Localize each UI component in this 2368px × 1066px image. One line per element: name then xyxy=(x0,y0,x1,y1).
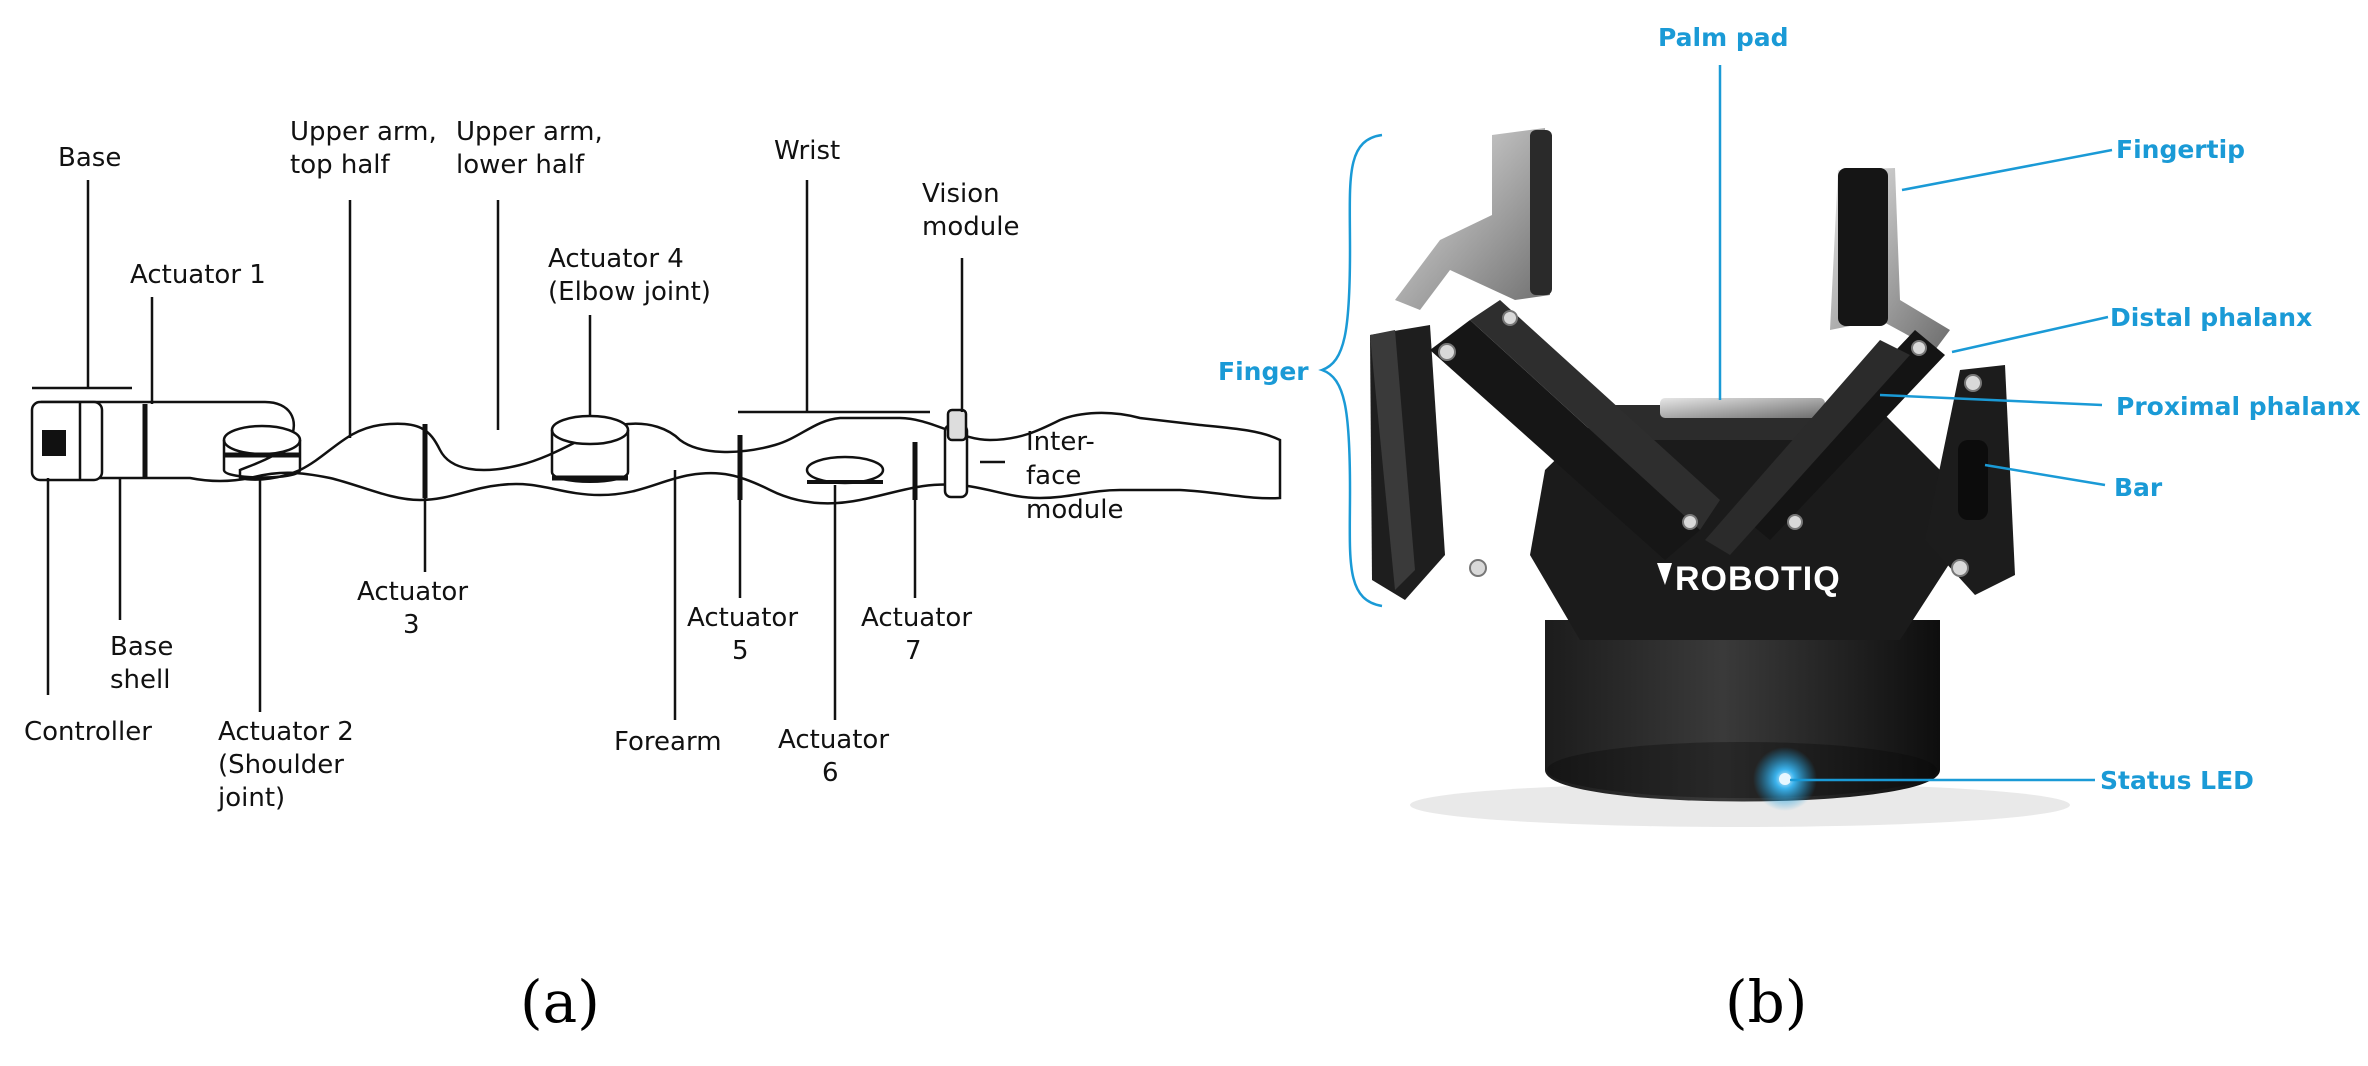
label-actuator-5-1: Actuator xyxy=(687,603,798,633)
label-base-shell-1: Base xyxy=(110,632,173,662)
panel-a-robot-arm xyxy=(30,400,1282,505)
panel-b-callouts xyxy=(1318,65,2113,782)
label-upper-arm-lower-1: Upper arm, xyxy=(456,117,603,147)
label-upper-arm-top-1: Upper arm, xyxy=(290,117,437,147)
caption-a: (a) xyxy=(520,968,600,1036)
status-led xyxy=(1779,773,1791,785)
finger-brace xyxy=(1318,133,1383,608)
panel-a-leaders xyxy=(32,180,1005,720)
label-actuator-4-2: (Elbow joint) xyxy=(548,277,711,307)
left-fingertip xyxy=(1395,128,1550,310)
label-finger: Finger xyxy=(1218,357,1309,386)
label-bar: Bar xyxy=(2114,473,2163,502)
label-upper-arm-lower-2: lower half xyxy=(456,150,585,180)
label-actuator-4-1: Actuator 4 xyxy=(548,244,684,274)
label-palm-pad: Palm pad xyxy=(1658,23,1789,52)
panel-b-gripper: ROBOTIQ xyxy=(1370,128,2070,827)
label-vision-2: module xyxy=(922,212,1019,242)
label-fingertip: Fingertip xyxy=(2116,135,2245,164)
right-fingertip-pad xyxy=(1838,168,1888,326)
label-actuator-6-2: 6 xyxy=(822,758,839,788)
label-actuator-6-1: Actuator xyxy=(778,725,889,755)
label-base: Base xyxy=(58,143,121,173)
caption-b: (b) xyxy=(1725,968,1807,1036)
label-interface-2: face xyxy=(1026,461,1081,491)
label-status-led: Status LED xyxy=(2100,766,2254,795)
robotiq-logo-icon xyxy=(1657,563,1672,585)
label-actuator-3-1: Actuator xyxy=(357,577,468,607)
arm-body-outline xyxy=(40,400,1282,505)
label-interface-1: Inter- xyxy=(1026,427,1095,457)
label-proximal-phalanx: Proximal phalanx xyxy=(2116,392,2361,421)
gripper-base-cylinder xyxy=(1545,620,1940,802)
base-stripes xyxy=(42,430,66,456)
label-interface-3: module xyxy=(1026,495,1123,525)
label-actuator-1: Actuator 1 xyxy=(130,260,266,290)
base-controller xyxy=(30,400,104,482)
label-actuator-3-2: 3 xyxy=(403,610,420,640)
brand-text: ROBOTIQ xyxy=(1675,560,1841,598)
label-upper-arm-top-2: top half xyxy=(290,150,391,180)
vision-module xyxy=(946,408,968,442)
label-distal-phalanx: Distal phalanx xyxy=(2110,303,2312,332)
actuator-6 xyxy=(805,455,885,485)
label-actuator-7-1: Actuator xyxy=(861,603,972,633)
right-distal-phalanx xyxy=(1740,330,1945,540)
actuator-2 xyxy=(222,424,302,456)
label-actuator-2-1: Actuator 2 xyxy=(218,717,354,747)
label-actuator-5-2: 5 xyxy=(732,636,749,666)
left-proximal-phalanx xyxy=(1430,320,1700,560)
label-wrist: Wrist xyxy=(774,136,840,166)
label-actuator-2-3: joint) xyxy=(217,783,285,813)
label-base-shell-2: shell xyxy=(110,665,170,695)
label-actuator-2-2: (Shoulder xyxy=(218,750,344,780)
label-controller: Controller xyxy=(24,717,152,747)
label-actuator-7-2: 7 xyxy=(905,636,922,666)
actuator-4 xyxy=(550,414,630,446)
label-forearm: Forearm xyxy=(614,727,722,757)
palm-pad xyxy=(1660,398,1825,418)
label-vision-1: Vision xyxy=(922,179,1000,209)
